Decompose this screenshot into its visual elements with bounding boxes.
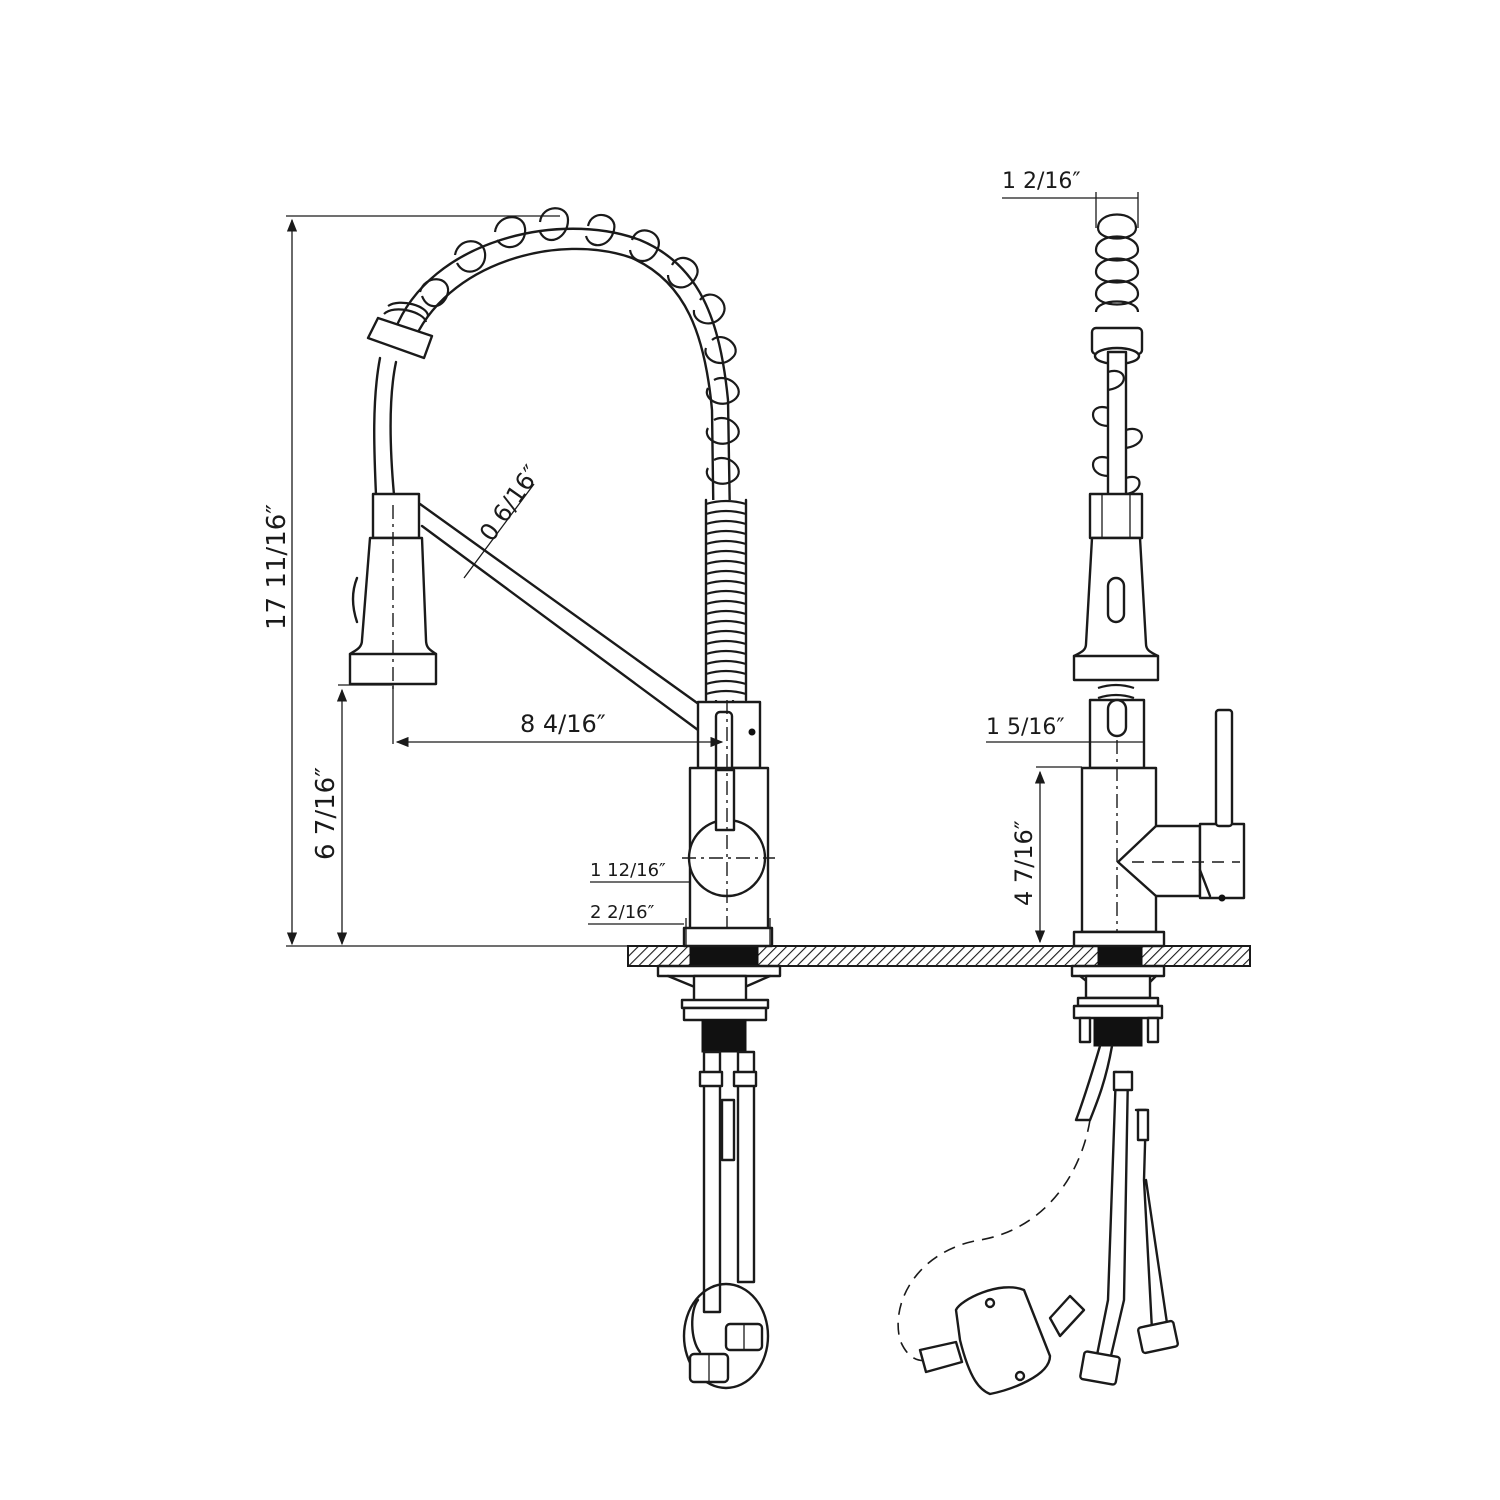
tight-spring-section	[704, 498, 748, 702]
spray-head	[348, 492, 438, 690]
spout-arm	[418, 502, 702, 732]
spray-nozzle-cap	[366, 301, 434, 360]
side-spray-head	[1072, 492, 1160, 682]
overall-height-label: 17 11/16″	[262, 504, 292, 630]
side-view	[897, 213, 1246, 1396]
side-body	[1072, 708, 1246, 948]
hose-weight-icon	[954, 1286, 1052, 1396]
handle-diameter-label: 1 12/16″	[590, 860, 666, 881]
base-diameter-label: 2 2/16″	[590, 902, 655, 923]
side-spring-lower	[1092, 369, 1143, 496]
mounting-hardware	[656, 964, 782, 1390]
front-view	[348, 207, 782, 1390]
dimension-lines	[286, 192, 1144, 947]
spout-reach-label: 8 4/16″	[520, 710, 606, 738]
arm-diameter-label: 0 6/16″	[474, 460, 546, 546]
neck-width-label: 1 5/16″	[986, 715, 1065, 740]
faucet-body	[682, 700, 775, 948]
spray-clearance-label: 6 7/16″	[311, 767, 341, 860]
spring-coil-icon	[418, 207, 740, 485]
countertop	[627, 945, 1251, 967]
side-mounting-hardware	[897, 964, 1179, 1396]
body-height-label: 4 7/16″	[1010, 820, 1038, 906]
spring-width-label: 1 2/16″	[1002, 169, 1081, 194]
side-spring-coil	[1094, 213, 1140, 313]
